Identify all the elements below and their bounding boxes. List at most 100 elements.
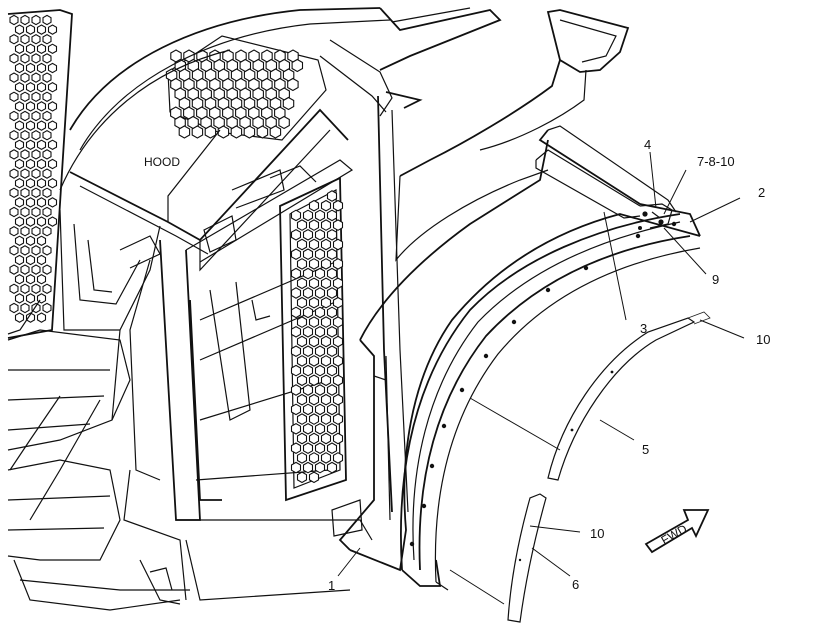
perforation-hole [308,355,320,367]
perforation-hole [31,110,41,122]
perforation-hole [20,129,30,141]
perforation-hole [9,110,19,122]
perforation-hole [296,335,308,348]
perforation-hole [36,177,47,189]
perforation-hole [302,306,314,319]
perforation-hole [20,206,30,218]
perforation-hole [36,158,47,170]
perforation-hole [47,24,58,35]
perforation-hole [42,225,52,237]
perforation-hole [296,471,308,484]
perforation-hole [9,225,19,237]
perforation-hole [25,101,36,112]
perforation-hole [25,273,36,285]
perforation-hole [47,81,58,93]
trim-strips [507,311,711,623]
perforation-hole [314,287,326,299]
fender-bolt [671,221,677,227]
callout-10-upper: 10 [756,332,770,347]
perforation-hole [332,393,344,406]
perforation-hole [308,432,320,445]
perforation-hole [9,168,19,179]
fender-bolt [545,287,551,293]
perforation-hole [25,216,36,227]
perforation-hole [36,197,47,208]
perforation-hole [25,139,36,151]
perforation-hole [20,149,30,160]
perforation-hole [320,258,332,270]
perforation-hole [36,216,47,227]
perforation-hole [320,393,332,406]
perforation-hole [290,306,302,319]
fender-bolt [583,265,589,271]
perforation-hole [326,325,338,338]
perforation-hole [14,293,25,304]
perforation-hole [296,413,308,425]
perforation-hole [14,139,25,151]
callout-5: 5 [642,442,649,457]
perforation-hole [302,267,314,280]
perforation-hole [25,24,36,35]
perforation-hole [42,206,52,218]
perforation-hole [332,432,344,445]
perforation-hole [302,364,314,377]
perforation-hole [314,403,326,416]
perforation-hole [20,14,30,26]
perforation-hole [308,277,320,290]
callout-4: 4 [644,137,651,152]
perforation-hole [9,283,19,295]
perforation-hole [326,384,338,396]
perforation-hole [42,283,52,295]
perforation-hole [326,287,338,299]
perforation-hole [47,158,58,170]
perforation-hole [20,110,30,122]
perforation-hole [25,254,36,266]
perforation-hole [14,120,25,131]
perforation-hole [191,125,204,139]
perforation-hole [290,403,302,416]
perforation-hole [278,115,290,130]
perforation-hole [178,125,191,139]
perforation-hole [31,33,41,45]
perforation-hole [31,245,41,256]
callout-9: 9 [712,272,719,287]
perforation-hole [36,81,47,93]
perforation-hole [320,277,332,290]
perforation-hole [47,120,58,131]
perforation-hole [47,139,58,151]
perforation-hole [291,58,304,73]
perforation-hole [25,293,36,304]
perforation-hole [9,302,19,314]
perforation-hole [290,442,302,455]
perforation-hole [332,316,344,328]
perforation-hole [9,187,19,199]
perforation-hole [296,296,308,309]
perforation-hole [9,149,19,160]
perforation-hole [14,62,25,74]
perforation-hole [290,345,302,358]
perforation-hole [20,245,30,256]
fender-bolt [459,387,465,393]
perforation-hole [31,264,41,275]
perforation-hole [308,199,320,212]
perforation-hole [25,43,36,55]
perforation-hole [314,345,326,358]
perforation-hole [20,225,30,237]
perforation-hole [25,120,36,131]
perforation-hole [36,273,47,285]
perforation-hole [47,101,58,112]
perforation-hole [296,355,308,367]
perforation-hole [20,168,30,179]
perforation-hole [302,422,314,435]
perforation-hole [9,14,19,26]
perforation-hole [14,158,25,170]
perforation-hole [296,238,308,251]
perforation-hole [320,452,332,464]
perforation-hole [20,187,30,199]
perforation-hole [302,228,314,241]
perforation-hole [25,158,36,170]
perforation-hole [42,91,52,103]
perforation-hole [314,461,326,474]
perforation-hole [332,374,344,387]
perforation-hole [36,101,47,112]
